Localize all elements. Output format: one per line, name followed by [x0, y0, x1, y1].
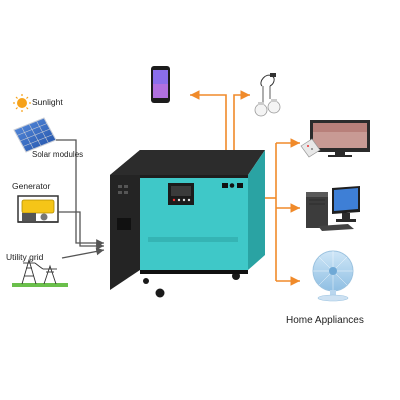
smartphone-icon: [151, 66, 170, 103]
electric-fan-icon: [312, 250, 354, 302]
generator-arrow: [58, 211, 104, 250]
power-unit: [110, 150, 265, 298]
remote-control-icon: [300, 138, 321, 158]
lcd-display-icon: [168, 183, 194, 205]
solar-arrow: [56, 139, 104, 247]
utility-tower-icon: [12, 258, 68, 287]
solar-panel-icon: [13, 117, 57, 153]
output-sockets: [222, 183, 243, 188]
sun-icon: [13, 94, 31, 112]
desktop-computer-icon: [306, 186, 360, 231]
tv-icon: [310, 120, 370, 157]
generator-icon: [17, 195, 59, 223]
home-appliances-label: Home Appliances: [286, 315, 364, 326]
light-bulb-icon: [254, 73, 281, 117]
generator-label: Generator: [12, 181, 51, 191]
sunlight-label: Sunlight: [32, 97, 63, 107]
input-arrows: [56, 139, 105, 259]
caster-wheels: [143, 272, 240, 298]
utility-grid-label: Utility grid: [6, 252, 44, 262]
grid-arrow: [61, 247, 105, 259]
solar-modules-label: Solar modules: [32, 150, 84, 159]
